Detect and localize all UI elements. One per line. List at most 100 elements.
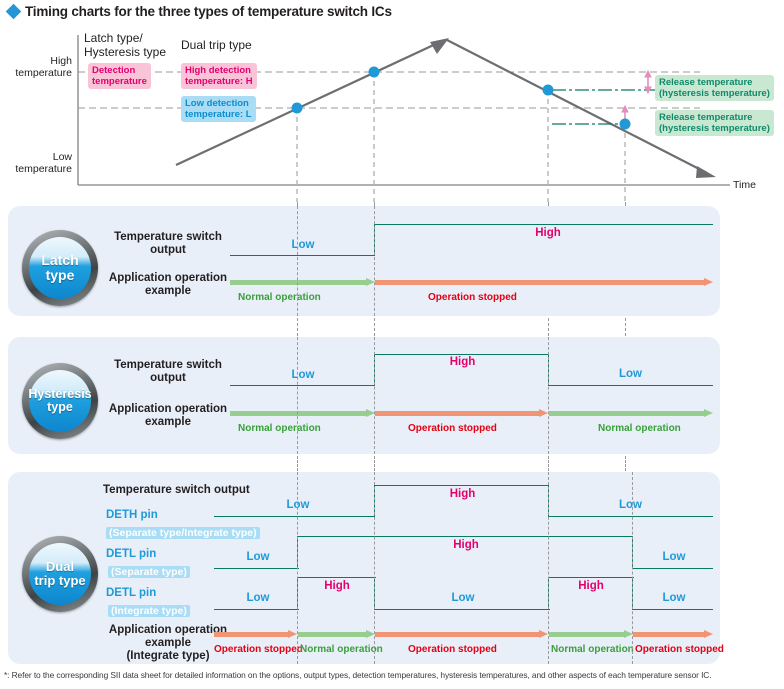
tag-release-temperature-low: Release temperature (hysteresis temperat… xyxy=(655,110,774,136)
footnote-text: *: Refer to the corresponding SII data s… xyxy=(4,670,712,680)
panel-guide-1 xyxy=(297,472,298,664)
event-guide-1 xyxy=(297,202,298,208)
row-label-application-operation: Application operation example xyxy=(98,403,238,429)
pin-sub-detl-integrate: (Integrate type) xyxy=(108,605,190,617)
deth-state-low-2: Low xyxy=(619,499,642,511)
diamond-icon xyxy=(5,3,22,20)
row-label-line2: output xyxy=(150,372,186,384)
temperature-timing-chart: High temperature Low temperature Time La… xyxy=(0,26,784,202)
badge-latch-line1: Latch xyxy=(41,252,79,269)
op-label-normal-operation-2: Normal operation xyxy=(598,423,681,434)
tag-release-temperature-high: Release temperature (hysteresis temperat… xyxy=(655,75,774,101)
y-axis-high-line2: temperature xyxy=(15,66,72,79)
event-guide-3c xyxy=(548,456,549,471)
tag-high-detection-line2: temperature: H xyxy=(185,76,253,87)
state-label-low-1: Low xyxy=(291,369,315,381)
state-label-high: High xyxy=(535,227,561,239)
state-label-low: Low xyxy=(291,239,315,251)
tag-release-2-line1: Release temperature xyxy=(659,112,753,123)
state-label-low-2: Low xyxy=(619,368,642,380)
panel-guide-4 xyxy=(632,472,633,664)
row-label-line1: Temperature switch xyxy=(114,231,222,243)
detl-int-state-high-2: High xyxy=(578,580,604,592)
column-header-latch-hysteresis: Latch type/ Hysteresis type xyxy=(84,31,166,59)
badge-dual-trip-type: Dual trip type xyxy=(22,536,98,612)
op-label-stopped-2: Operation stopped xyxy=(408,644,497,655)
event-guide-1c xyxy=(297,456,298,471)
event-marker-dot xyxy=(619,118,631,130)
tag-release-2-line2: (hysteresis temperature) xyxy=(659,123,770,134)
panel-guide-2 xyxy=(374,206,375,316)
detl-sep-state-high: High xyxy=(453,539,479,551)
pin-sub-deth: (Separate type/Integrate type) xyxy=(106,527,260,539)
tag-detection-temperature: Detection temperature xyxy=(88,63,151,89)
section-header-temperature-switch-output: Temperature switch output xyxy=(103,484,250,496)
panel-guide-1 xyxy=(297,337,298,454)
op-label-normal-operation: Normal operation xyxy=(238,292,321,303)
row-label-line3: (Integrate type) xyxy=(126,650,210,662)
op-label-normal-1: Normal operation xyxy=(300,644,383,655)
row-label-line2: example xyxy=(144,285,192,297)
row-sub-deth-pin: (Separate type/Integrate type) xyxy=(106,523,260,541)
badge-dual-line1: Dual xyxy=(45,559,75,575)
row-label-application-operation: Application operation example xyxy=(98,272,238,298)
panel-guide-3 xyxy=(548,337,549,454)
event-guide-2c xyxy=(374,456,375,471)
pin-name-deth: DETH pin xyxy=(106,509,158,521)
row-label-application-operation-integrate: Application operation example (Integrate… xyxy=(88,624,248,663)
tag-low-detection-line1: Low detection xyxy=(185,98,249,109)
column-header-1-line1: Latch type/ xyxy=(84,31,143,45)
pin-name-detl-integrate: DETL pin xyxy=(106,587,157,599)
pin-name-detl-separate: DETL pin xyxy=(106,548,157,560)
tag-release-1-line1: Release temperature xyxy=(659,77,753,88)
row-label-line2: example xyxy=(144,637,192,649)
row-sub-detl-separate: (Separate type) xyxy=(108,562,190,580)
detl-int-state-high-1: High xyxy=(324,580,350,592)
event-marker-dot xyxy=(291,102,303,114)
detl-int-state-low-1: Low xyxy=(246,592,270,604)
tag-low-detection-temperature: Low detection temperature: L xyxy=(181,96,256,122)
badge-hysteresis-inner: Hysteresis type xyxy=(28,370,92,432)
op-label-normal-operation-1: Normal operation xyxy=(238,423,321,434)
row-label-line2: output xyxy=(150,244,186,256)
y-axis-low-line2: temperature xyxy=(15,162,72,175)
event-marker-dot xyxy=(368,66,380,78)
event-guide-3b xyxy=(548,318,549,336)
tag-high-detection-temperature: High detection temperature: H xyxy=(181,63,257,89)
row-label-detl-pin-integrate: DETL pin xyxy=(106,587,156,600)
arrow-operation-stopped xyxy=(375,278,713,287)
panel-guide-1 xyxy=(297,206,298,316)
badge-latch-type: Latch type xyxy=(22,230,98,306)
op-label-stopped-3: Operation stopped xyxy=(635,644,724,655)
op-label-operation-stopped: Operation stopped xyxy=(408,423,497,434)
y-axis-low-line1: Low xyxy=(52,151,72,163)
row-label-detl-pin-separate: DETL pin xyxy=(106,548,156,561)
detl-sep-state-low-2: Low xyxy=(662,551,686,563)
tag-detection-line1: Detection xyxy=(92,65,136,76)
tag-detection-line2: temperature xyxy=(92,76,147,87)
panel-latch-type: Latch type Temperature switch output App… xyxy=(8,206,720,316)
op-label-operation-stopped: Operation stopped xyxy=(428,292,517,303)
row-sub-detl-integrate: (Integrate type) xyxy=(108,601,190,619)
row-label-line1: Temperature switch xyxy=(114,359,222,371)
panel-guide-3 xyxy=(548,472,549,664)
deth-state-high: High xyxy=(449,488,476,500)
row-label-line1: Application operation xyxy=(108,624,228,636)
row-label-deth-pin: DETH pin xyxy=(106,509,158,522)
deth-state-low-1: Low xyxy=(286,499,310,511)
panel-guide-2 xyxy=(374,337,375,454)
event-guide-4 xyxy=(625,202,626,208)
event-guide-2 xyxy=(374,202,375,208)
row-label-temperature-switch-output: Temperature switch output xyxy=(98,359,238,385)
badge-hysteresis-type: Hysteresis type xyxy=(22,363,98,439)
tag-low-detection-line2: temperature: L xyxy=(185,109,252,120)
detl-int-state-low-2: Low xyxy=(451,592,475,604)
pin-sub-detl-separate: (Separate type) xyxy=(108,566,190,578)
event-guide-4b xyxy=(625,318,626,336)
column-header-dual-trip: Dual trip type xyxy=(181,38,252,52)
state-label-high: High xyxy=(449,356,476,368)
badge-dual-inner: Dual trip type xyxy=(29,543,91,605)
row-label-line2: example xyxy=(144,416,192,428)
column-header-1-line2: Hysteresis type xyxy=(84,45,167,59)
event-guide-4c xyxy=(625,456,626,471)
